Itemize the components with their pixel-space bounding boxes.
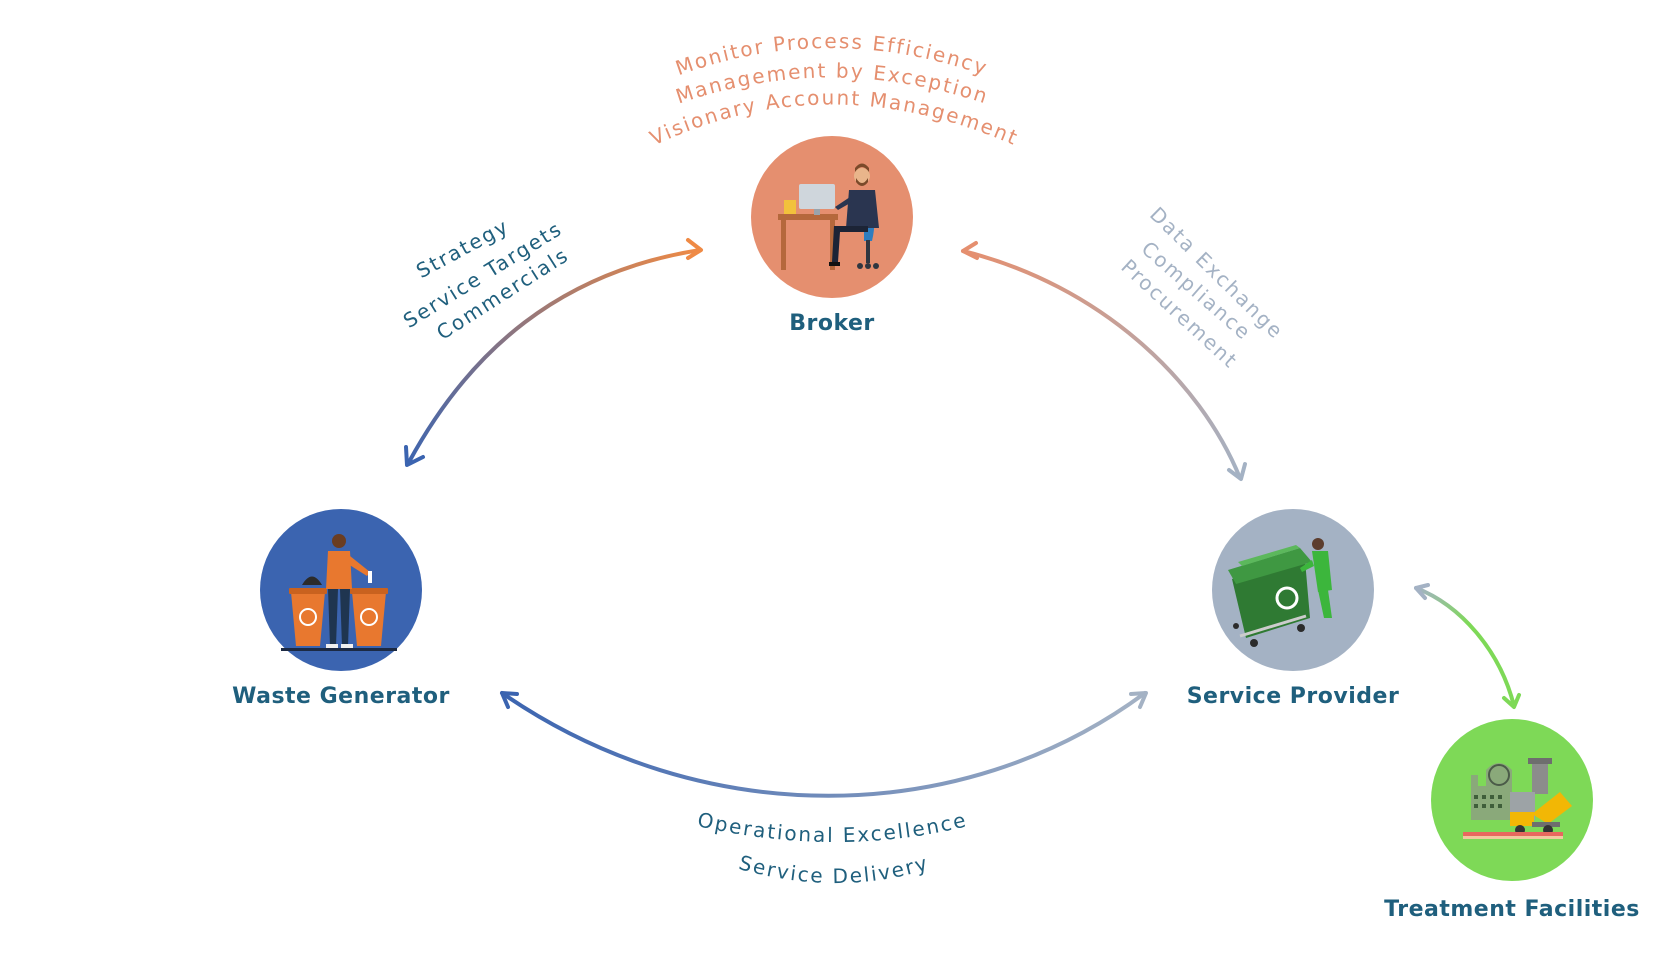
arrow-provider-treatment: [1414, 583, 1521, 709]
broker-label: Broker: [789, 311, 875, 336]
waste-generator-node[interactable]: Waste Generator: [232, 509, 450, 709]
generator-provider-annotation-2: Service Delivery: [736, 850, 931, 888]
generator-broker-annotations: Strategy Service Targets Commercials: [399, 214, 571, 345]
generator-provider-annotation-1: Operational Excellence: [695, 807, 969, 847]
office-worker-icon: [778, 163, 879, 270]
broker-provider-annotations: Data Exchange Compliance Procurement: [1116, 202, 1286, 373]
arrow-generator-provider: [500, 691, 1148, 798]
arrow-broker-provider: [961, 241, 1247, 481]
waste-generator-label: Waste Generator: [232, 684, 450, 709]
service-provider-node[interactable]: Service Provider: [1187, 509, 1400, 709]
treatment-plant-icon: [1463, 758, 1572, 839]
service-provider-label: Service Provider: [1187, 684, 1400, 709]
broker-node[interactable]: Broker: [751, 136, 913, 336]
garbage-container-icon: [1228, 538, 1332, 647]
arrow-generator-broker: [404, 238, 703, 467]
person-recycling-bins-icon: [281, 534, 397, 651]
broker-annotations: Monitor Process Efficiency Management by…: [646, 29, 1021, 150]
treatment-facilities-label: Treatment Facilities: [1384, 897, 1640, 922]
generator-provider-annotations: Operational Excellence Service Delivery: [695, 807, 969, 888]
treatment-facilities-node[interactable]: Treatment Facilities: [1384, 719, 1640, 922]
